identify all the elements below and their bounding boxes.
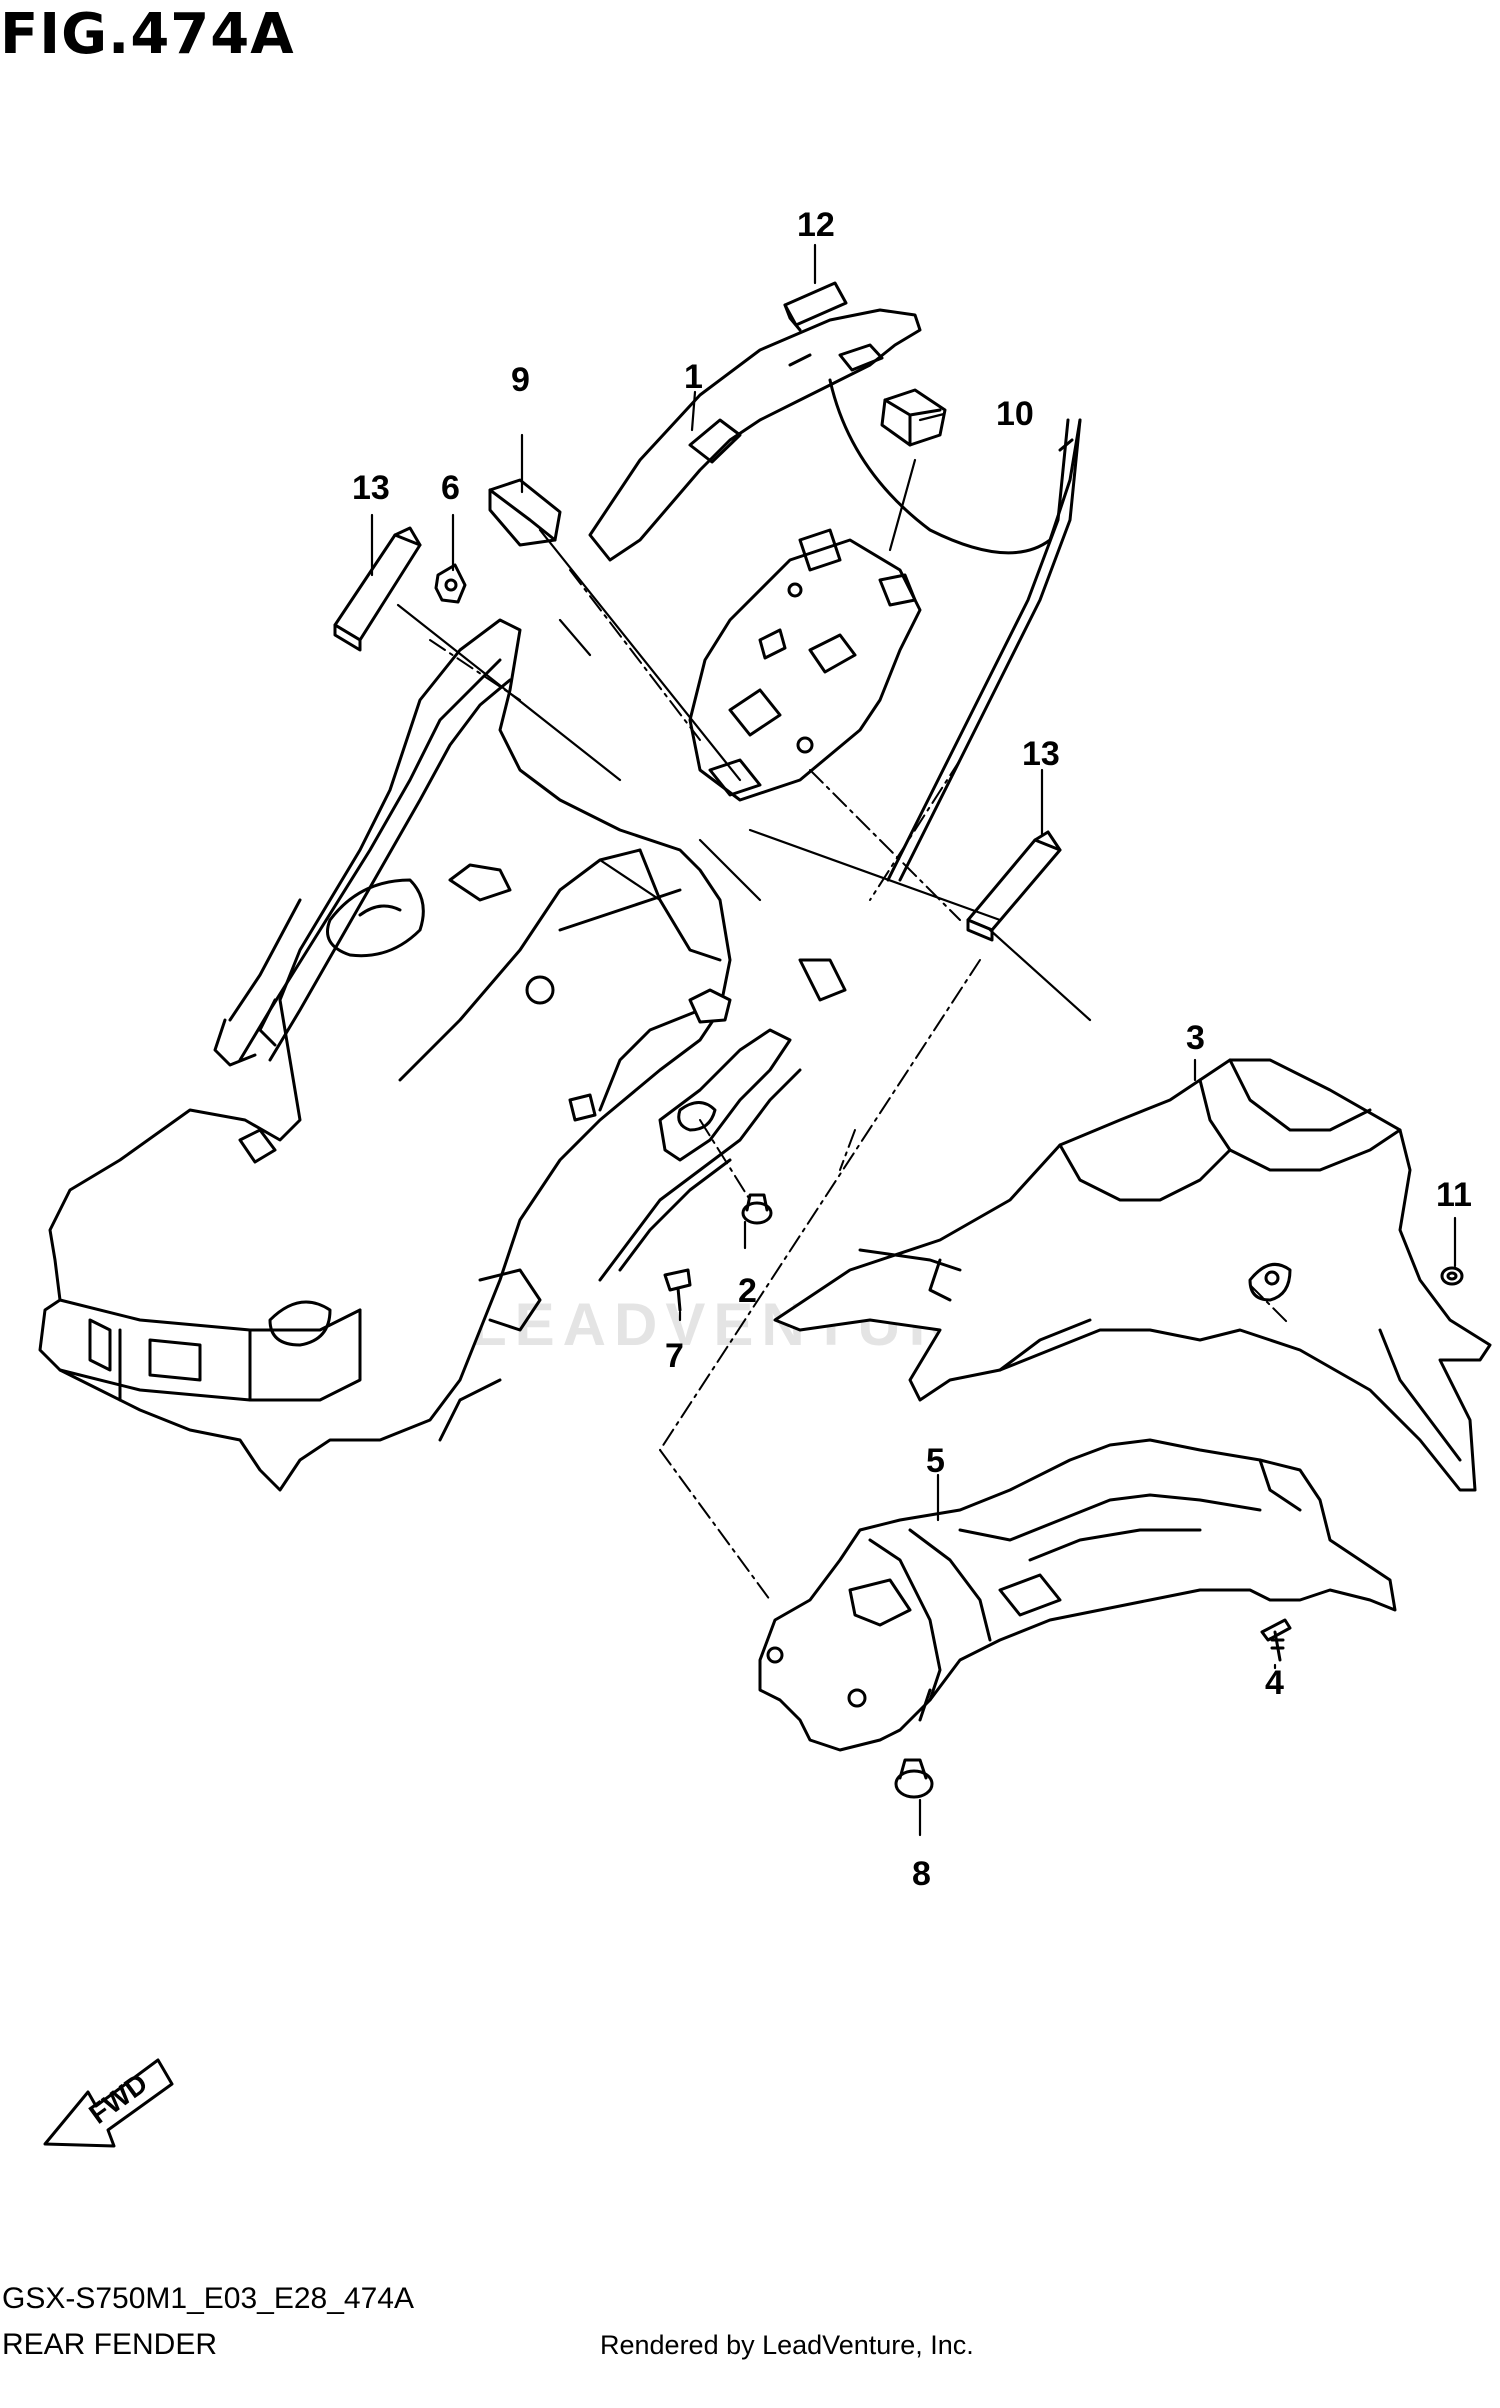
part-2-bolt[interactable] <box>741 1193 773 1225</box>
seat-lock-bracket <box>688 528 922 802</box>
part-9-pad[interactable] <box>488 478 562 547</box>
part-11-washer[interactable] <box>1440 1266 1464 1286</box>
callout-8: 8 <box>912 1855 931 1893</box>
render-credit: Rendered by LeadVenture, Inc. <box>600 2330 974 2360</box>
callout-11: 11 <box>1436 1176 1472 1214</box>
callout-5: 5 <box>926 1442 945 1480</box>
section-name: REAR FENDER <box>2 2328 218 2361</box>
model-code: GSX-S750M1_E03_E28_474A <box>2 2282 414 2315</box>
callout-12: 12 <box>797 206 835 244</box>
callout-2: 2 <box>738 1272 757 1310</box>
part-3-tail-housing[interactable] <box>773 1058 1492 1492</box>
main-rear-fender <box>38 618 847 1492</box>
fwd-arrow-icon: FWD <box>43 2058 174 2148</box>
part-1-seat-rail-cover[interactable] <box>588 308 922 562</box>
part-7-clip[interactable] <box>663 1268 692 1312</box>
callout-4: 4 <box>1265 1664 1284 1702</box>
alignment-lines <box>429 569 1291 1601</box>
part-4-screw[interactable] <box>1260 1618 1292 1662</box>
figure-title: FIG.474A <box>0 2 295 67</box>
callout-13a: 13 <box>352 469 390 507</box>
callout-6: 6 <box>441 469 460 507</box>
callout-3: 3 <box>1186 1019 1205 1057</box>
callout-numbers: 12 1 10 9 13 6 13 3 11 2 7 5 4 8 <box>352 206 1472 1893</box>
part-8-bolt[interactable] <box>894 1758 934 1799</box>
callout-7: 7 <box>665 1337 684 1375</box>
callout-10: 10 <box>996 395 1034 433</box>
part-12-pad[interactable] <box>783 281 848 332</box>
part-6-clip-nut[interactable] <box>434 563 467 604</box>
part-13-damper-left[interactable] <box>333 526 422 652</box>
seat-rail-wire <box>828 378 1082 882</box>
callout-13b: 13 <box>1022 735 1060 773</box>
part-10-pad[interactable] <box>880 388 947 447</box>
callout-1: 1 <box>684 358 703 396</box>
part-13-damper-right[interactable] <box>966 830 1062 942</box>
part-5-lower-fender[interactable] <box>758 1438 1397 1752</box>
callout-9: 9 <box>511 361 530 399</box>
leader-lines <box>370 243 1457 1837</box>
